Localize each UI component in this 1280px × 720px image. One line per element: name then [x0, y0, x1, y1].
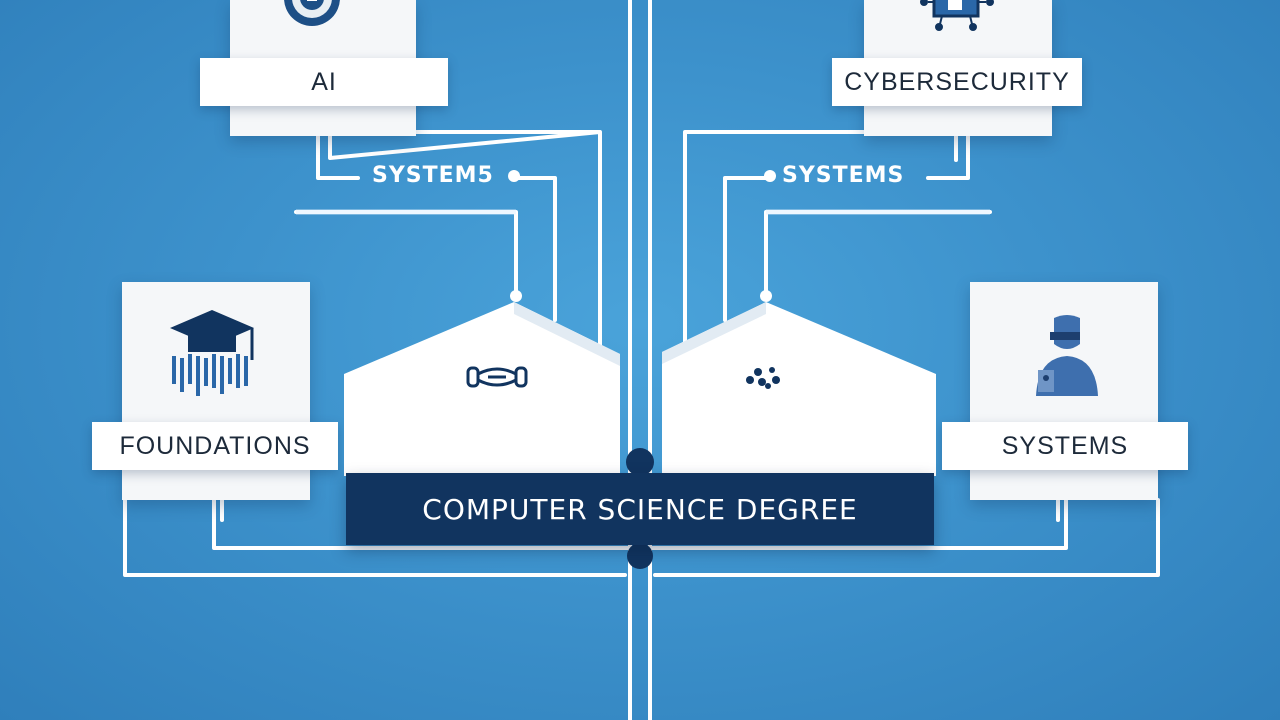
left-pavilion	[344, 300, 620, 481]
right-pavilion	[662, 300, 936, 481]
person-icon	[1032, 314, 1102, 403]
circuit-chip-icon	[908, 0, 1008, 39]
cybersecurity-label: CYBERSECURITY	[832, 58, 1082, 106]
left-connector-label: SYSTEM5	[372, 163, 494, 188]
ai-label: AI	[200, 58, 448, 106]
ai-badge-icon	[280, 0, 344, 35]
right-connector-label: SYSTEMS	[782, 163, 905, 188]
cable-icon	[466, 362, 528, 397]
systems-label: SYSTEMS	[942, 422, 1188, 470]
cluster-icon	[744, 364, 784, 395]
center-degree-banner: COMPUTER SCIENCE DEGREE	[346, 473, 934, 545]
foundations-label: FOUNDATIONS	[92, 422, 338, 470]
graduation-cap-icon	[166, 304, 260, 405]
